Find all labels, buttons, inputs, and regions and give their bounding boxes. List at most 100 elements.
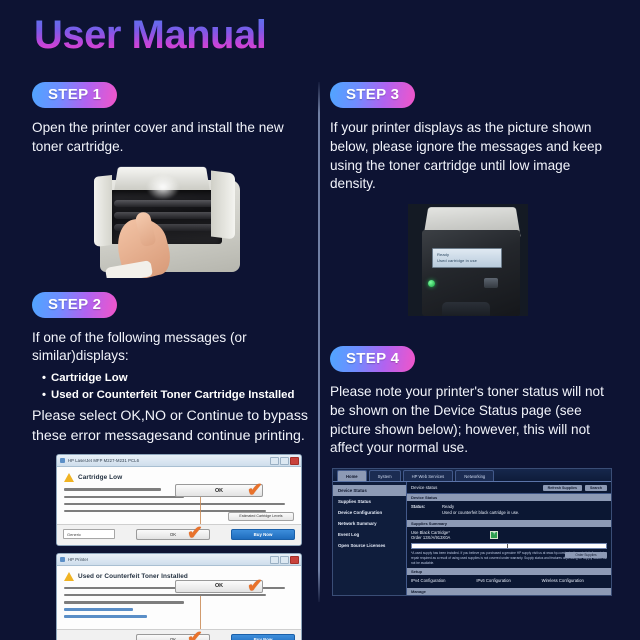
- link-wireless-configuration[interactable]: Wireless Configuration: [541, 578, 584, 584]
- printer-lid-left: [94, 174, 112, 247]
- warning-icon: [64, 473, 74, 483]
- header-buttons: Refresh Supplies Search: [542, 484, 607, 491]
- pointer-line: [200, 595, 201, 632]
- control-panel-button[interactable]: [484, 278, 498, 288]
- step-1-text: Open the printer cover and install the n…: [32, 120, 284, 154]
- list-item: Cartridge Low: [42, 370, 308, 387]
- tab-home[interactable]: Home: [337, 470, 367, 481]
- step-3-badge: STEP 3: [330, 82, 416, 108]
- dialog-heading: Cartridge Low: [78, 474, 123, 482]
- dialog-link-line[interactable]: [64, 615, 147, 618]
- window-buttons: [270, 457, 299, 466]
- ews-main: Device Status Supplies Status Device Con…: [333, 482, 611, 596]
- lcd-line-2: Used cartridge in use: [437, 258, 477, 263]
- setup-links-row: IPv4 Configuration IPv6 Configuration Wi…: [407, 575, 611, 588]
- page-title: User Manual: [34, 13, 267, 57]
- pointer-line: [200, 497, 201, 534]
- dialog-title: HP LaserJet MFP M227-M231 PCL6: [68, 458, 140, 464]
- sidebar-item-event-log[interactable]: Event Log: [338, 532, 360, 537]
- footer-ok-button[interactable]: OK: [136, 634, 210, 640]
- maximize-icon[interactable]: [280, 457, 289, 466]
- printer-select[interactable]: Generic: [63, 529, 115, 540]
- printer-front-face: [422, 230, 520, 316]
- device-status-webpage: Home System HP Web Services Networking D…: [332, 468, 612, 596]
- section-header-device-status: Device Status: [407, 494, 611, 501]
- step-1-badge: STEP 1: [32, 82, 118, 108]
- orange-check-icon: ✔: [187, 522, 203, 544]
- step-3-block: STEP 3 If your printer displays as the p…: [330, 82, 610, 316]
- minimize-icon[interactable]: [270, 457, 279, 466]
- section-header-supplies-summary: Supplies Summary: [407, 519, 611, 527]
- dialog-heading-row: Used or Counterfeit Toner Installed: [64, 571, 294, 581]
- orange-check-icon: ✔: [187, 628, 203, 640]
- dialog-text-line: [64, 586, 285, 590]
- ews-tab-bar: Home System HP Web Services Networking: [333, 469, 611, 482]
- step-2-outro: Please select OK,NO or Continue to bypas…: [32, 408, 309, 444]
- close-icon[interactable]: [290, 555, 299, 564]
- tab-system[interactable]: System: [368, 470, 401, 481]
- link-ipv4-configuration[interactable]: IPv4 Configuration: [411, 578, 446, 584]
- dialog-text-line: [64, 502, 285, 506]
- footer-ok-button[interactable]: OK: [136, 528, 210, 540]
- status-value-detail: Used or counterfeit black cartridge in u…: [442, 510, 520, 516]
- step-1-block: STEP 1 Open the printer cover and instal…: [32, 82, 308, 278]
- status-row: Status: Ready Used or counterfeit black …: [407, 501, 611, 520]
- dialog-titlebar: HP LaserJet MFP M227-M231 PCL6: [57, 455, 301, 468]
- printer-roller: [114, 211, 218, 219]
- status-key: Status:: [411, 504, 426, 509]
- dialog-link-line[interactable]: [64, 608, 133, 611]
- estimated-cartridge-levels-button[interactable]: Estimated Cartridge Levels: [228, 511, 294, 521]
- step-2-badge: STEP 2: [32, 291, 118, 318]
- close-icon[interactable]: [290, 457, 299, 466]
- step-4-text: Please note your printer's toner status …: [330, 384, 604, 456]
- paper-tray: [442, 302, 490, 316]
- orange-check-icon: ✔: [247, 575, 263, 597]
- buy-now-button[interactable]: Buy Now: [231, 634, 295, 640]
- counterfeit-toner-dialog: HP Printer Used or Counterfeit Toner Ins…: [56, 552, 302, 640]
- minimize-icon[interactable]: [270, 555, 279, 564]
- dialog-footer: OK Buy Now ✔: [57, 629, 301, 640]
- sidebar-item-open-source-licenses[interactable]: Open Source Licenses: [338, 543, 386, 548]
- printer-lcd-display: Ready Used cartridge in use: [432, 248, 502, 268]
- orange-check-icon: ✔: [247, 480, 263, 502]
- sidebar-item-network-summary[interactable]: Network Summary: [338, 521, 377, 526]
- left-column: STEP 1 Open the printer cover and instal…: [32, 82, 308, 640]
- refresh-supplies-button[interactable]: Refresh Supplies: [542, 484, 582, 491]
- warning-icon: [64, 571, 74, 581]
- tab-networking[interactable]: Networking: [455, 470, 495, 481]
- manage-links-row: Certificates Product Security Energy Set…: [407, 595, 611, 596]
- right-column: STEP 3 If your printer displays as the p…: [330, 82, 612, 596]
- breadcrumb-label: Device status: [411, 485, 438, 490]
- order-supplies-button[interactable]: Order Supplies: [565, 552, 607, 558]
- ews-content: Device status Refresh Supplies Search De…: [407, 482, 611, 596]
- section-header-setup: Setup: [407, 568, 611, 576]
- sidebar-item-device-status[interactable]: Device Status: [333, 485, 406, 496]
- ok-button[interactable]: OK: [175, 579, 263, 593]
- supply-order-number: Order 13X/A/913X0A: [411, 534, 451, 540]
- ok-button[interactable]: OK: [175, 484, 263, 498]
- supply-level-gauge: [411, 542, 607, 549]
- maximize-icon[interactable]: [280, 555, 289, 564]
- dialog-titlebar: HP Printer: [57, 553, 301, 566]
- breadcrumb: Device status Refresh Supplies Search: [407, 482, 611, 494]
- dialog-title: HP Printer: [68, 556, 89, 562]
- printer-roller: [114, 223, 218, 231]
- dialog-heading-row: Cartridge Low: [64, 473, 294, 483]
- dialog-text-line: [64, 593, 267, 597]
- printer-open-cover-photo: [94, 165, 246, 278]
- sidebar-item-supplies-status[interactable]: Supplies Status: [338, 499, 371, 504]
- lcd-line-1: Ready: [437, 252, 450, 257]
- window-buttons: [270, 555, 299, 564]
- dialog-text-line: [64, 495, 184, 499]
- link-ipv6-configuration[interactable]: IPv6 Configuration: [476, 578, 511, 584]
- supply-note: *A used supply has been installed. If yo…: [411, 550, 607, 565]
- buy-now-button[interactable]: Buy Now: [231, 528, 295, 540]
- tab-hp-web-services[interactable]: HP Web Services: [402, 470, 454, 481]
- dialog-heading: Used or Counterfeit Toner Installed: [78, 572, 188, 580]
- sidebar-item-device-configuration[interactable]: Device Configuration: [338, 510, 383, 515]
- printer-control-panel-photo: Ready Used cartridge in use: [408, 204, 528, 316]
- printer-icon: [60, 556, 65, 562]
- ready-led-icon: [428, 280, 435, 287]
- search-button[interactable]: Search: [585, 484, 607, 491]
